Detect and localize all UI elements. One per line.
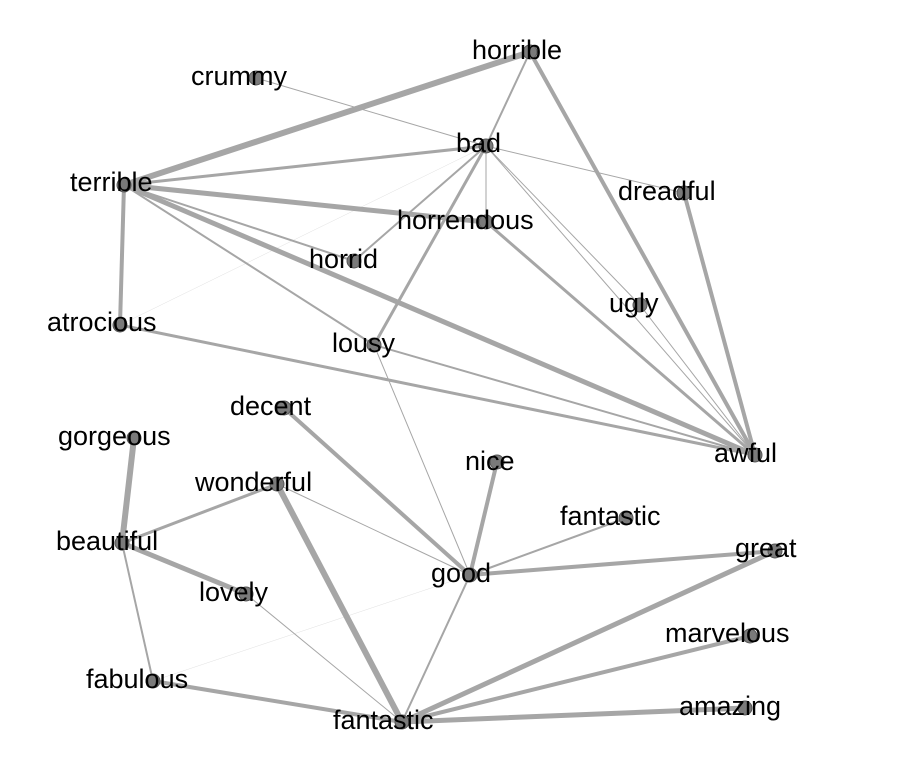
label-bad: bad — [456, 128, 501, 158]
edge-crummy-bad — [255, 77, 487, 147]
edge-bad-awful — [485, 145, 756, 456]
label-wonderful: wonderful — [194, 467, 312, 497]
edge-fabulous-fantastic — [151, 679, 404, 724]
node-ugly[interactable] — [632, 297, 648, 313]
label-horrid: horrid — [309, 244, 378, 274]
edge-terrible-bad — [122, 144, 488, 187]
node-good[interactable] — [462, 567, 478, 583]
node-awful[interactable] — [747, 447, 763, 463]
edge-great-fantastic — [399, 548, 778, 725]
node-marvelous[interactable] — [742, 628, 758, 644]
label-decent: decent — [230, 391, 312, 421]
node-atrocious[interactable] — [112, 317, 128, 333]
label-ugly: ugly — [609, 288, 659, 318]
node-wonderful[interactable] — [269, 476, 285, 492]
edge-terrible-horrible — [121, 49, 533, 188]
node-lousy[interactable] — [366, 337, 382, 353]
label-lovely: lovely — [199, 577, 269, 607]
label-horrendous: horrendous — [397, 205, 534, 235]
edge-bad-horrid — [353, 145, 487, 262]
edge-dreadful-awful — [682, 191, 757, 457]
node-dreadful[interactable] — [676, 185, 692, 201]
label-good: good — [431, 558, 491, 588]
edge-terrible-horrid — [123, 184, 355, 262]
label-beautiful: beautiful — [56, 526, 158, 556]
label-atrocious: atrocious — [47, 307, 157, 337]
node-decent[interactable] — [276, 400, 292, 416]
label-terrible: terrible — [70, 167, 153, 197]
edge-layer — [118, 49, 778, 725]
edge-horrendous-awful — [484, 220, 757, 457]
edge-horrible-bad — [485, 51, 531, 147]
edge-atrocious-awful — [118, 323, 757, 457]
edge-lousy-good — [373, 344, 471, 576]
label-horrible: horrible — [472, 35, 562, 65]
node-terrible[interactable] — [116, 177, 132, 193]
node-horrendous[interactable] — [478, 214, 494, 230]
label-marvelous: marvelous — [665, 618, 790, 648]
edge-ugly-awful — [639, 304, 756, 456]
node-layer — [112, 44, 783, 730]
node-amazing[interactable] — [737, 700, 753, 716]
node-great[interactable] — [767, 543, 783, 559]
edge-terrible-awful — [121, 182, 758, 458]
label-fabulous: fabulous — [86, 664, 188, 694]
node-crummy[interactable] — [248, 70, 264, 86]
node-fantastic[interactable] — [394, 714, 410, 730]
edge-lovely-fantastic — [245, 593, 403, 723]
edge-gorgeous-beautiful — [119, 435, 137, 546]
edge-wonderful-fantastic — [274, 481, 405, 725]
node-horrid[interactable] — [346, 253, 362, 269]
label-layer: horrible crummy bad terrible dreadful horrend… — [47, 35, 797, 735]
node-fabulous[interactable] — [145, 673, 161, 689]
edge-terrible-horrendous — [121, 182, 489, 225]
edge-bad-ugly — [485, 145, 641, 306]
node-bad[interactable] — [478, 138, 494, 154]
label-lousy: lousy — [332, 328, 396, 358]
label-gorgeous: gorgeous — [58, 421, 171, 451]
edge-good-great — [468, 549, 777, 577]
edge-terrible-lousy — [123, 184, 375, 346]
label-fantastic: fantastic — [333, 705, 434, 735]
label-awful: awful — [714, 438, 777, 468]
edge-good-fabulous — [152, 574, 471, 682]
edge-beautiful-fabulous — [121, 542, 154, 682]
node-horrible[interactable] — [522, 44, 538, 60]
edge-good-fantastic — [401, 574, 471, 723]
edge-bad-atrocious — [119, 145, 487, 326]
edge-nice-good — [468, 460, 499, 577]
label-nice: nice — [465, 446, 515, 476]
edge-marvelous-fantastic — [400, 634, 752, 724]
label-fantastic_r: fantastic — [560, 501, 661, 531]
edge-good-fantastic_r — [469, 517, 627, 576]
edge-horrible-awful — [528, 50, 757, 457]
edge-wonderful-good — [276, 483, 471, 576]
node-fantastic_r[interactable] — [618, 510, 634, 526]
edge-wonderful-beautiful — [120, 482, 279, 545]
node-beautiful[interactable] — [114, 535, 130, 551]
node-lovely[interactable] — [238, 586, 254, 602]
node-gorgeous[interactable] — [126, 430, 142, 446]
edge-terrible-atrocious — [118, 183, 126, 327]
edge-amazing-fantastic — [399, 705, 748, 725]
edge-bad-dreadful — [485, 145, 685, 194]
edge-lousy-awful — [373, 344, 756, 456]
label-dreadful: dreadful — [618, 176, 716, 206]
edge-bad-lousy — [372, 144, 488, 347]
node-nice[interactable] — [489, 454, 505, 470]
label-amazing: amazing — [679, 691, 781, 721]
edge-decent-good — [282, 406, 472, 577]
edge-beautiful-lovely — [119, 540, 249, 597]
label-great: great — [735, 533, 797, 563]
label-crummy: crummy — [191, 61, 287, 91]
